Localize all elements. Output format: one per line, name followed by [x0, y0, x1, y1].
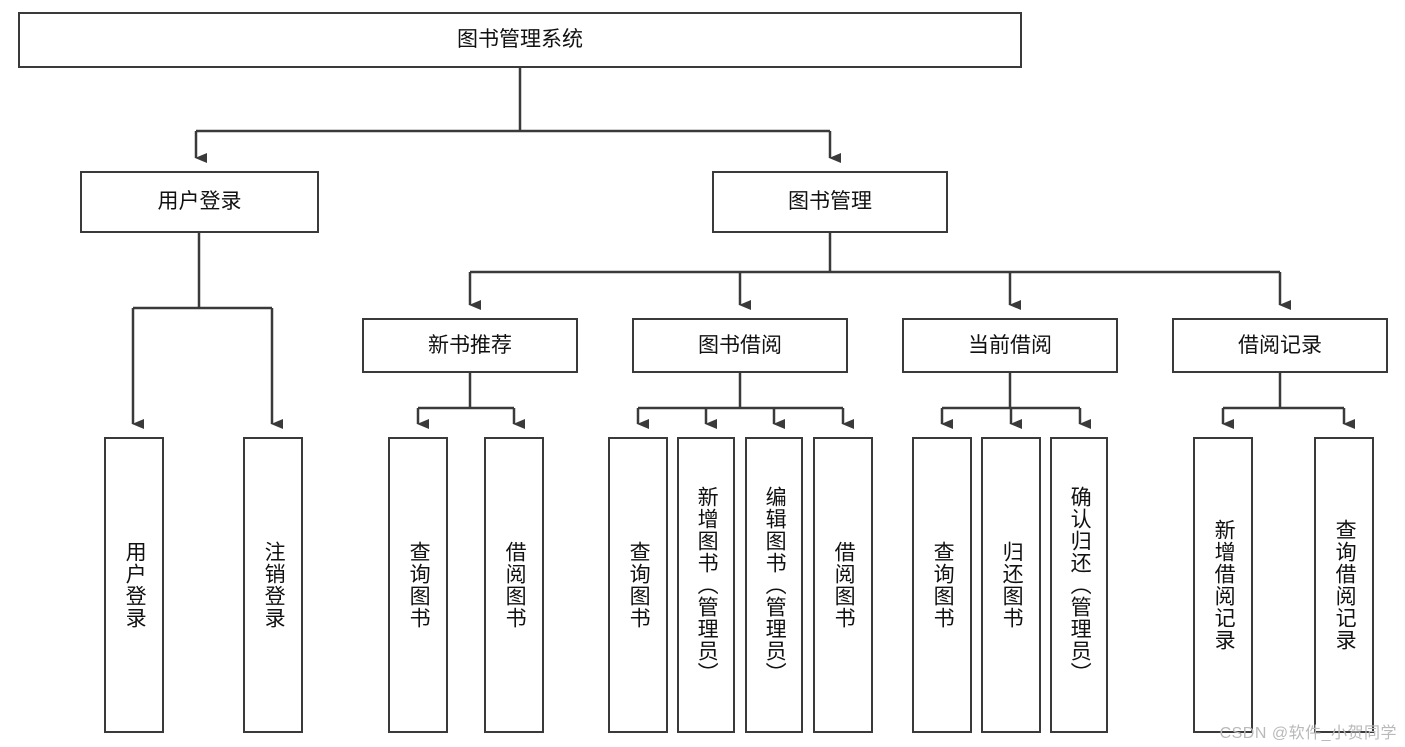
node-label: 查询借阅记录 [1333, 519, 1357, 651]
node-label: 用户登录 [157, 190, 242, 214]
leaf-query-book-recommend[interactable]: 查询图书 [388, 437, 448, 733]
node-current-borrow[interactable]: 当前借阅 [902, 318, 1118, 373]
node-label: 用户登录 [123, 541, 147, 629]
node-label: 当前借阅 [968, 333, 1052, 357]
node-label: 图书借阅 [698, 333, 782, 357]
leaf-edit-book-admin[interactable]: 编辑图书（管理员） [745, 437, 803, 733]
leaf-query-book-current[interactable]: 查询图书 [912, 437, 972, 733]
node-label: 查询图书 [407, 541, 431, 629]
leaf-borrow-book-recommend[interactable]: 借阅图书 [484, 437, 544, 733]
node-borrow-record[interactable]: 借阅记录 [1172, 318, 1388, 373]
leaf-add-borrow-record[interactable]: 新增借阅记录 [1193, 437, 1253, 733]
leaf-return-book[interactable]: 归还图书 [981, 437, 1041, 733]
node-label: 编辑图书（管理员） [763, 486, 787, 684]
node-label: 借阅图书 [503, 541, 527, 629]
leaf-borrow-book[interactable]: 借阅图书 [813, 437, 873, 733]
watermark: CSDN @软件_小贺同学 [1219, 725, 1397, 742]
node-label: 新增图书（管理员） [695, 486, 719, 684]
node-book-management[interactable]: 图书管理 [712, 171, 948, 233]
node-label: 图书管理 [788, 190, 872, 214]
node-label: 查询图书 [931, 541, 955, 629]
node-label: 查询图书 [627, 541, 651, 629]
leaf-logout[interactable]: 注销登录 [243, 437, 303, 733]
node-label: 借阅图书 [832, 541, 856, 629]
node-label: 归还图书 [1000, 541, 1024, 629]
leaf-query-book-borrow[interactable]: 查询图书 [608, 437, 668, 733]
leaf-query-borrow-record[interactable]: 查询借阅记录 [1314, 437, 1374, 733]
node-book-borrow[interactable]: 图书借阅 [632, 318, 848, 373]
leaf-user-login[interactable]: 用户登录 [104, 437, 164, 733]
leaf-confirm-return-admin[interactable]: 确认归还（管理员） [1050, 437, 1108, 733]
node-label: 确认归还（管理员） [1068, 486, 1092, 684]
node-label: 借阅记录 [1238, 333, 1322, 357]
node-root-book-management-system[interactable]: 图书管理系统 [18, 12, 1022, 68]
node-label: 新增借阅记录 [1212, 519, 1236, 651]
leaf-add-book-admin[interactable]: 新增图书（管理员） [677, 437, 735, 733]
node-label: 注销登录 [262, 541, 286, 629]
node-new-book-recommend[interactable]: 新书推荐 [362, 318, 578, 373]
node-label: 图书管理系统 [457, 28, 583, 52]
node-user-login[interactable]: 用户登录 [80, 171, 319, 233]
node-label: 新书推荐 [428, 333, 512, 357]
